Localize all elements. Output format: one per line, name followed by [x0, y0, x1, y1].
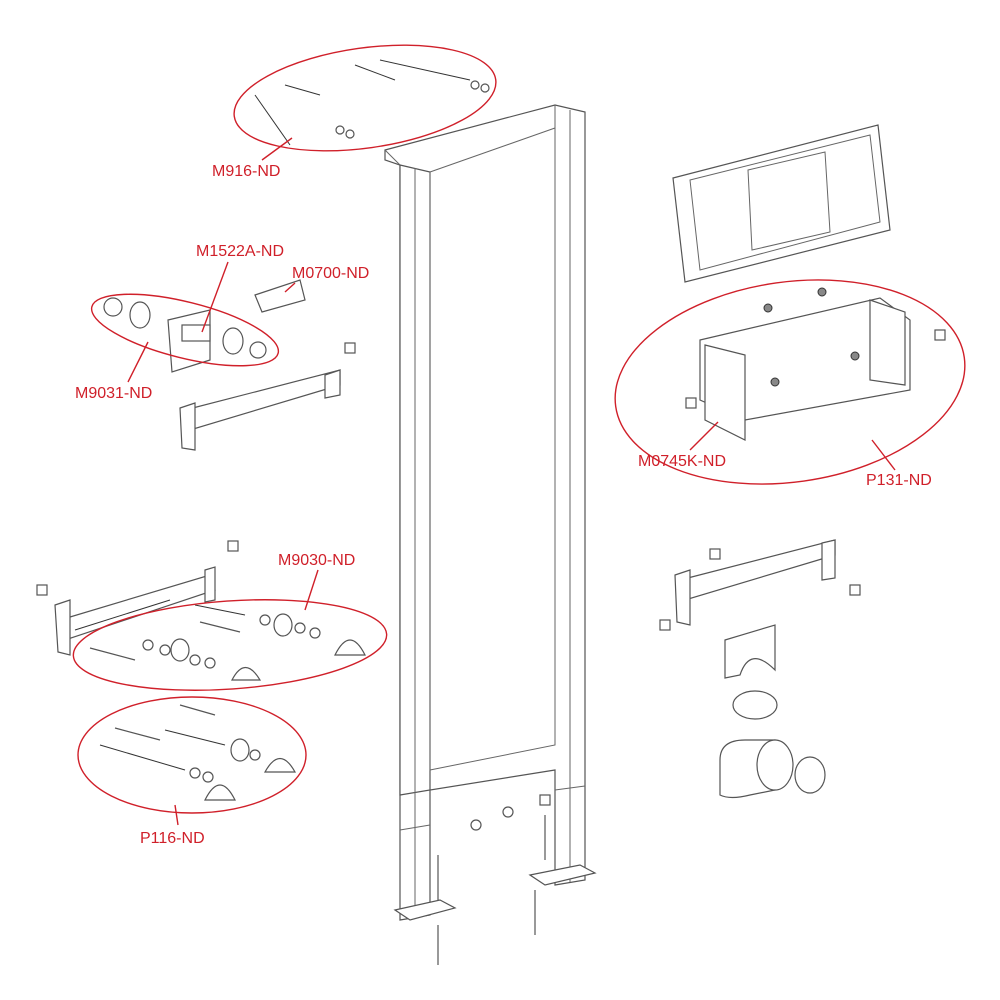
callout-ellipse-p131 — [614, 279, 966, 485]
label-m9030: M9030-ND — [278, 552, 355, 569]
label-p116: P116-ND — [140, 830, 205, 847]
label-m1522a: M1522A-ND — [196, 243, 284, 260]
rail-right — [659, 539, 861, 631]
label-m0700: M0700-ND — [292, 265, 369, 282]
main-frame — [384, 104, 597, 921]
drain-fittings — [719, 624, 826, 799]
callout-ellipse-m9030 — [72, 599, 388, 691]
callouts: M916-ND M1522A-ND M0700-ND M9031-ND M074… — [72, 44, 966, 847]
anchor-bolts — [254, 59, 551, 965]
label-m916: M916-ND — [212, 163, 280, 180]
label-m0745k: M0745K-ND — [638, 453, 726, 470]
label-p131: P131-ND — [866, 472, 932, 489]
mounting-bracket-p131 — [685, 287, 946, 441]
label-m9031: M9031-ND — [75, 385, 152, 402]
callout-ellipse-p116 — [77, 696, 307, 814]
m9030-hardware — [74, 599, 366, 681]
rail-lower-left — [36, 540, 239, 656]
callout-ellipse-m9031 — [90, 293, 280, 367]
p116-hardware — [99, 704, 297, 801]
callout-ellipse-m916 — [233, 44, 497, 152]
rail-upper-left — [179, 342, 356, 451]
access-panel — [672, 124, 891, 283]
m9031-hardware — [103, 279, 306, 373]
